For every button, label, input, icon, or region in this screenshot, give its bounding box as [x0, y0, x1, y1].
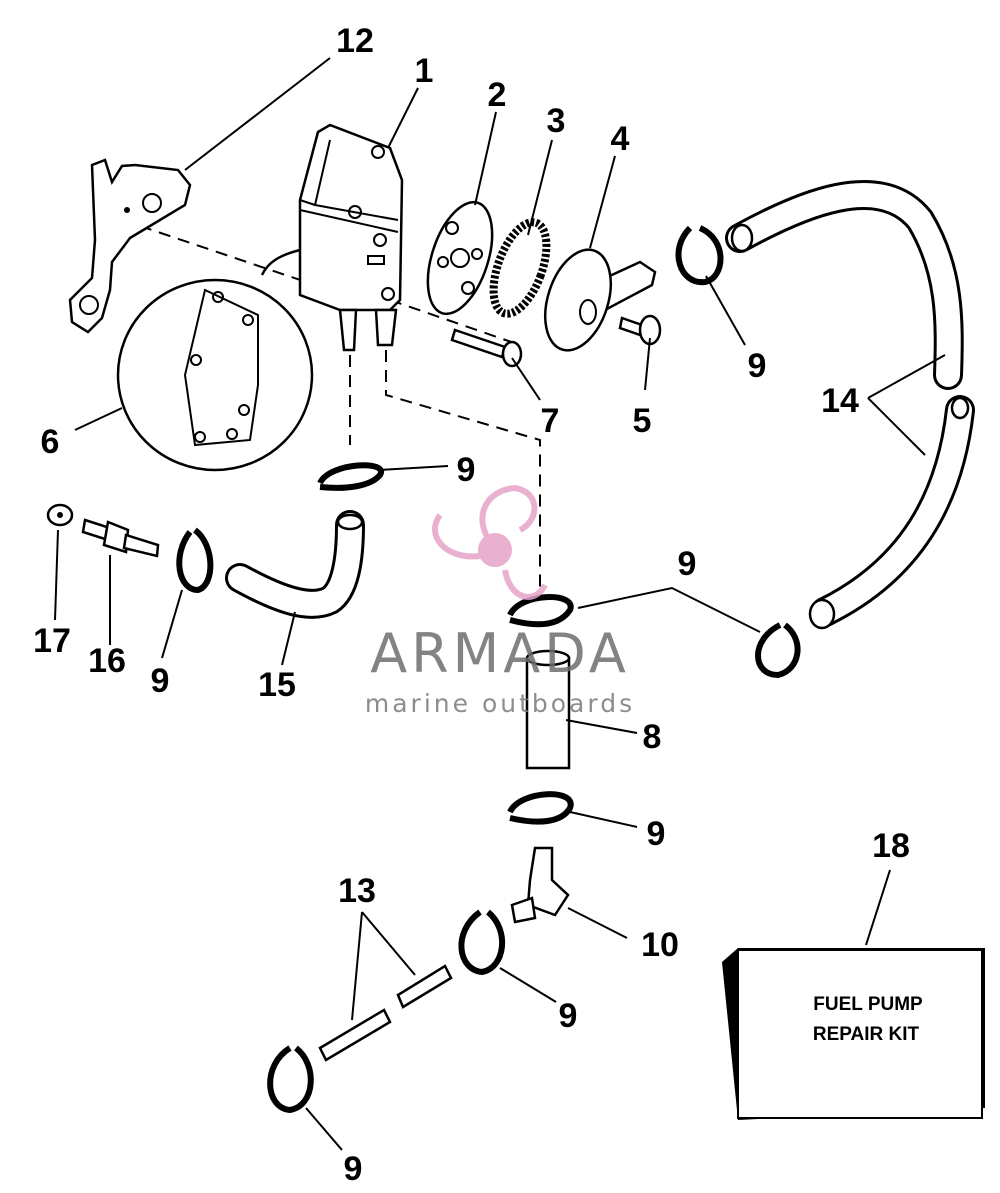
- part-1-fuel-pump-body: [260, 123, 404, 352]
- armada-watermark: ARMADA marine outboards: [365, 484, 635, 718]
- watermark-tagline: marine outboards: [365, 689, 635, 718]
- part-7-bolt: [450, 328, 523, 368]
- part-14-hoses: [725, 180, 975, 630]
- label-13: 13: [338, 872, 376, 910]
- label-3: 3: [547, 102, 566, 140]
- part-6-gasket-detail: [116, 278, 314, 472]
- label-9-e: 9: [647, 815, 666, 853]
- assembly-dashed-lines: [139, 225, 541, 600]
- kit-label-line1: FUEL PUMP: [813, 994, 923, 1015]
- label-5: 5: [633, 402, 652, 440]
- label-17: 17: [33, 622, 71, 660]
- part-10-elbow-fitting: [510, 846, 570, 924]
- part-3-filter-screen: [489, 218, 551, 318]
- leader-lines: [54, 57, 946, 1151]
- label-9-c: 9: [678, 545, 697, 583]
- label-6: 6: [41, 423, 60, 461]
- part-2-check-valve-plate: [426, 200, 494, 316]
- part-18-repair-kit-box: FUEL PUMP REPAIR KIT: [722, 948, 985, 1120]
- label-10: 10: [641, 926, 679, 964]
- label-9-a: 9: [748, 347, 767, 385]
- label-8: 8: [643, 718, 662, 756]
- part-8-hose: [525, 649, 571, 770]
- label-18: 18: [872, 827, 910, 865]
- label-9-d: 9: [151, 662, 170, 700]
- part-5-screw: [618, 314, 662, 346]
- label-9-b: 9: [457, 451, 476, 489]
- label-12: 12: [336, 22, 374, 60]
- label-16: 16: [88, 642, 126, 680]
- part-9-clamps: [176, 225, 801, 1114]
- propeller-logo-icon: [432, 484, 548, 600]
- part-16-fitting: [81, 518, 160, 558]
- label-1: 1: [415, 52, 434, 90]
- label-7: 7: [541, 402, 560, 440]
- part-17-washer: [46, 503, 74, 527]
- watermark-brand: ARMADA: [370, 622, 630, 685]
- label-2: 2: [488, 76, 507, 114]
- part-number-labels: 12 1 2 3 4 9 14 7 5 6 9 9 17 16 9 15 8 9…: [33, 22, 910, 1188]
- label-14: 14: [821, 382, 859, 420]
- part-12-bracket: [68, 158, 192, 334]
- kit-label-line2: REPAIR KIT: [813, 1024, 920, 1045]
- label-4: 4: [611, 120, 630, 158]
- label-9-g: 9: [344, 1150, 363, 1188]
- label-15: 15: [258, 666, 296, 704]
- part-13-pins: [318, 964, 453, 1062]
- part-4-filter-cover: [544, 248, 657, 352]
- label-9-f: 9: [559, 997, 578, 1035]
- part-15-elbow-hose: [225, 510, 365, 619]
